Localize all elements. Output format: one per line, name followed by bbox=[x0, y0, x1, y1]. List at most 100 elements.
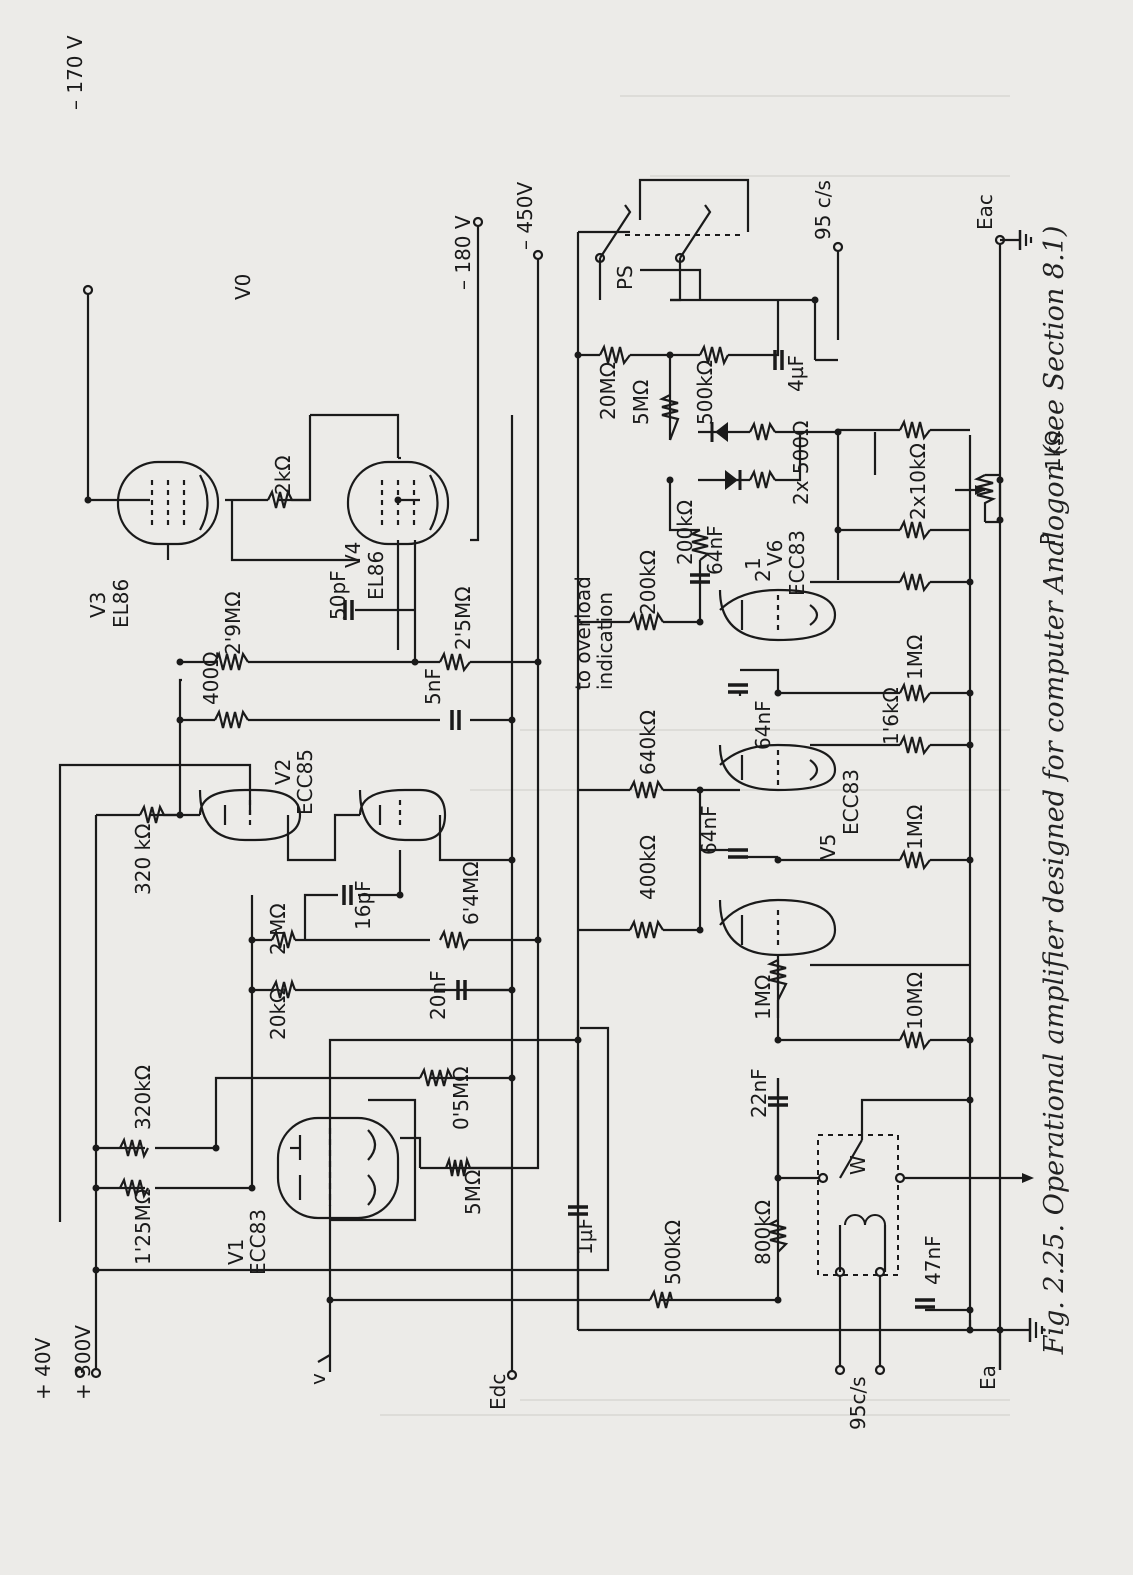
label-c1u: 1µF bbox=[573, 1218, 597, 1255]
label-r2k: 2kΩ bbox=[271, 455, 295, 495]
resistor-1M-c bbox=[899, 681, 931, 704]
resistor-640k bbox=[629, 778, 664, 799]
resistor-200k-b bbox=[688, 529, 711, 561]
label-r10m: 10MΩ bbox=[903, 972, 927, 1030]
resistor-1M-b bbox=[899, 848, 931, 871]
label-plus40: + 40V bbox=[31, 1337, 55, 1400]
capacitor-64nF-a bbox=[700, 848, 778, 859]
tube-V5 bbox=[718, 743, 837, 957]
resistor-5M-b bbox=[658, 394, 680, 441]
potentiometer-1k bbox=[973, 474, 997, 522]
diodes bbox=[710, 422, 742, 490]
switch-PS bbox=[598, 204, 712, 302]
label-v2-type: ECC85 bbox=[293, 749, 317, 815]
terminals bbox=[74, 216, 1006, 1381]
tube-V2 bbox=[198, 788, 447, 842]
label-r2m: 2 MΩ bbox=[266, 903, 290, 955]
label-ac-in: 95c/s bbox=[846, 1376, 870, 1430]
label-r5m: 5MΩ bbox=[461, 1170, 485, 1215]
resistor-200k-a bbox=[629, 610, 664, 631]
resistor-1M25 bbox=[119, 1176, 149, 1200]
label-v1: V1 bbox=[224, 1239, 248, 1265]
label-minus180: – 180 V bbox=[451, 215, 475, 290]
label-r200k-b: 200kΩ bbox=[673, 500, 697, 565]
label-v5-type: ECC83 bbox=[839, 769, 863, 835]
label-v5: V5 bbox=[816, 834, 840, 860]
label-r1m: 1MΩ bbox=[751, 975, 775, 1020]
label-w: W bbox=[846, 1155, 870, 1175]
label-r64m: 6'4MΩ bbox=[459, 862, 483, 926]
relay-enclosure bbox=[817, 1134, 899, 1276]
ground-symbol bbox=[1000, 230, 1044, 1342]
resistor-2k bbox=[267, 488, 310, 509]
bleed-through bbox=[380, 95, 1010, 1416]
capacitor-20nF bbox=[456, 980, 467, 1000]
label-r2x10k: 2x10kΩ bbox=[906, 443, 930, 520]
resistor-400ohm bbox=[214, 708, 249, 729]
label-c4u: 4µF bbox=[784, 355, 808, 392]
label-plus300: + 300V bbox=[71, 1325, 95, 1400]
label-r400: 400Ω bbox=[199, 652, 223, 705]
resistors bbox=[119, 343, 997, 1309]
tube-V6 bbox=[718, 588, 837, 642]
label-r25m: 2'5MΩ bbox=[451, 587, 475, 651]
resistor-6M4 bbox=[439, 928, 469, 952]
capacitor-64nF-c bbox=[690, 573, 710, 584]
label-r320k-a: 320kΩ bbox=[131, 1065, 155, 1130]
label-r500k-input: 500kΩ bbox=[661, 1220, 685, 1285]
label-c64n-b: 64nF bbox=[751, 700, 775, 750]
tube-V3 bbox=[116, 460, 220, 546]
resistor-400k bbox=[629, 918, 664, 939]
label-v2: V2 bbox=[271, 759, 295, 785]
label-r16k: 1'6kΩ bbox=[879, 687, 903, 745]
resistor-v6-cathode bbox=[899, 570, 931, 593]
label-c22n: 22nF bbox=[747, 1068, 771, 1118]
figure-caption: Fig. 2.25. Operational amplifier designe… bbox=[1039, 225, 1070, 1355]
label-minus450: – 450V bbox=[513, 181, 537, 250]
label-c50p: 50pF bbox=[326, 570, 350, 620]
label-v6-note2: 2 bbox=[751, 569, 775, 582]
label-r20m: 20MΩ bbox=[596, 362, 620, 420]
label-output: V0 bbox=[231, 274, 255, 300]
label-c47n: 47nF bbox=[921, 1235, 945, 1285]
label-r1m-b: 1MΩ bbox=[903, 805, 927, 850]
label-v1-type: ECC83 bbox=[246, 1209, 270, 1275]
input-arrow bbox=[317, 1173, 1034, 1363]
resistor-10M bbox=[899, 1028, 931, 1051]
label-overload-2: indication bbox=[593, 592, 617, 690]
resistor-1M bbox=[766, 959, 788, 1001]
label-r320k-b: 320 kΩ bbox=[131, 824, 155, 895]
resistor-2M9 bbox=[214, 650, 249, 671]
label-ac-out: 95 c/s bbox=[811, 180, 835, 240]
capacitor-47nF bbox=[915, 1298, 935, 1309]
label-r640k: 640kΩ bbox=[636, 710, 660, 775]
label-edc: Edc bbox=[486, 1374, 510, 1410]
resistor-320k-b bbox=[139, 803, 180, 824]
capacitor-1uF bbox=[568, 1060, 588, 1330]
junction-dots bbox=[84, 296, 1004, 1334]
capacitor-22nF bbox=[768, 1078, 788, 1178]
label-input: v bbox=[306, 1373, 330, 1385]
resistor-500k bbox=[699, 343, 729, 367]
resistor-500k-input bbox=[649, 1288, 674, 1309]
resistor-5M bbox=[444, 1155, 512, 1177]
label-ps: PS bbox=[613, 265, 637, 290]
label-overload-1: to overload bbox=[571, 576, 595, 690]
resistor-800k bbox=[766, 1219, 789, 1253]
label-p: P bbox=[1036, 533, 1060, 545]
label-c16p: 16pF bbox=[351, 880, 375, 930]
label-c20n: 20nF bbox=[426, 970, 450, 1020]
label-r2x500: 2x 500Ω bbox=[789, 421, 813, 505]
tube-V4 bbox=[346, 460, 450, 546]
capacitor-50pF bbox=[343, 600, 354, 620]
label-v4: V4 bbox=[341, 542, 365, 568]
resistor-2M bbox=[271, 928, 297, 949]
label-c5n: 5nF bbox=[421, 668, 445, 705]
labels: + 40V + 300V – 170 V – 180 V – 450V V0 v… bbox=[31, 35, 1065, 1430]
resistor-0M5 bbox=[419, 1066, 453, 1087]
capacitors bbox=[342, 350, 935, 1330]
label-v3-type: EL86 bbox=[109, 579, 133, 628]
switch-W bbox=[838, 1139, 887, 1272]
capacitor-64nF-b bbox=[728, 683, 748, 694]
label-r200k-a: 200kΩ bbox=[636, 550, 660, 615]
